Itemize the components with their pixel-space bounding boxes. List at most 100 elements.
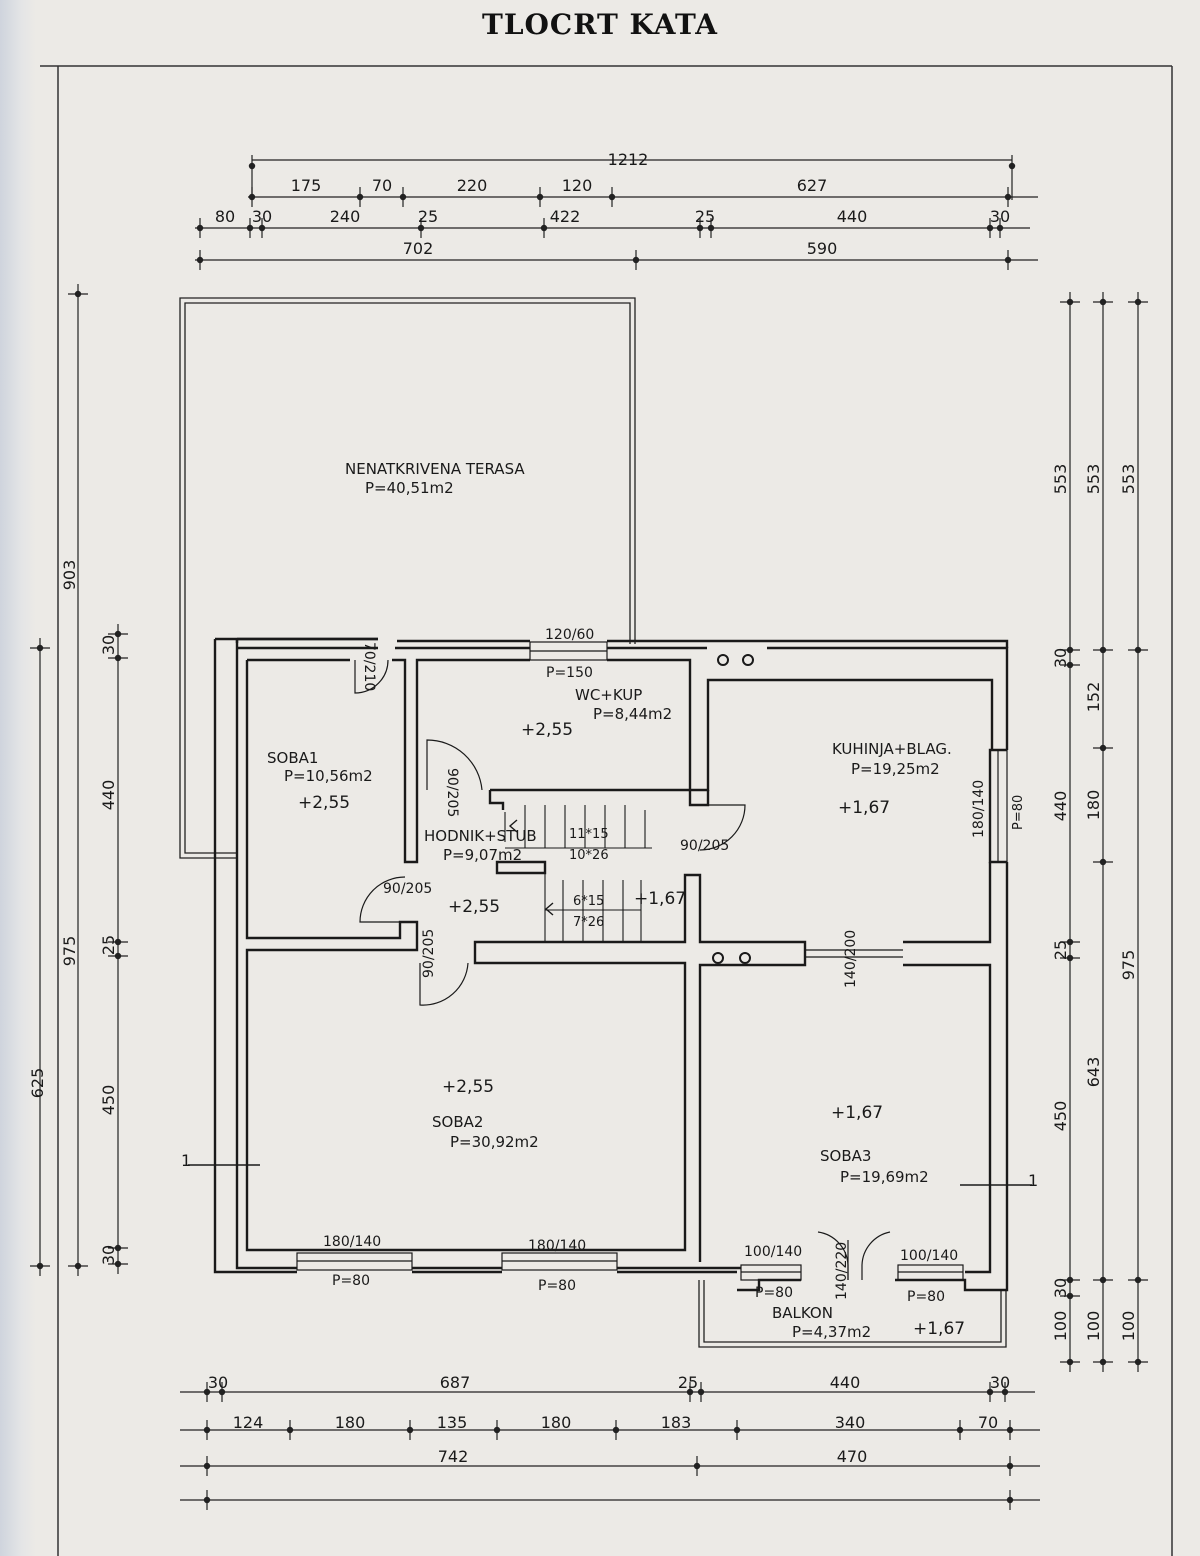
soba1-name: SOBA1 xyxy=(267,749,318,767)
terrace-name: NENATKRIVENA TERASA xyxy=(345,460,525,478)
wc-window-size: 120/60 xyxy=(545,627,594,643)
soba1-door-size: 70/210 xyxy=(361,642,377,691)
wc-level: +2,55 xyxy=(521,720,573,740)
dim-top-total-label: 1212 xyxy=(608,150,649,169)
dim-right-col1-label: 450 xyxy=(1051,1101,1070,1132)
dim-bottom-row3-label: 470 xyxy=(837,1447,868,1466)
dim-top-row3-label: 240 xyxy=(330,207,361,226)
dim-bottom-row1-label: 30 xyxy=(208,1373,228,1392)
soba3-window-left-sill: P=80 xyxy=(755,1285,793,1301)
soba3-window-right-sill: P=80 xyxy=(907,1289,945,1305)
wc-window-sill: P=150 xyxy=(546,665,593,681)
soba3-area: P=19,69m2 xyxy=(840,1168,929,1186)
dim-bottom-row1-label: 25 xyxy=(678,1373,698,1392)
dim-right-col1-label: 25 xyxy=(1051,940,1070,960)
dim-left-inner-label: 30 xyxy=(99,635,118,655)
walls xyxy=(213,637,1009,1292)
dim-left-inner-label: 440 xyxy=(99,780,118,811)
wc-name: WC+KUP xyxy=(575,686,642,704)
hall-door-size: 90/205 xyxy=(444,768,460,817)
stair-lower-risers: 6*15 xyxy=(573,894,604,909)
soba2-window1-sill: P=80 xyxy=(332,1273,370,1289)
balcony-outline xyxy=(698,1280,1007,1348)
dim-top-row4-label: 590 xyxy=(807,239,838,258)
kitchen-window-sill: P=80 xyxy=(1011,795,1026,830)
soba2-window1-size: 180/140 xyxy=(323,1234,381,1250)
soba2-window2-size: 180/140 xyxy=(528,1238,586,1254)
dim-right-col3-label: 553 xyxy=(1119,464,1138,495)
kitchen-level: +1,67 xyxy=(838,798,890,818)
dim-left-mid-label: 903 xyxy=(60,560,79,591)
dim-top-row2-label: 220 xyxy=(457,176,488,195)
dim-right-col2-label: 152 xyxy=(1084,682,1103,713)
dim-bottom-row2-label: 70 xyxy=(978,1413,998,1432)
dim-right-col2-label: 643 xyxy=(1084,1057,1103,1088)
dim-top-row3-label: 25 xyxy=(695,207,715,226)
dim-top-row3-label: 422 xyxy=(550,207,581,226)
door-swings xyxy=(354,659,891,1280)
dim-top-row4-label: 702 xyxy=(403,239,434,258)
exterior-wall xyxy=(235,637,1009,1292)
soba2-area: P=30,92m2 xyxy=(450,1133,539,1151)
wc-area: P=8,44m2 xyxy=(593,705,672,723)
dim-left-outer-label: 625 xyxy=(28,1068,47,1099)
room-labels: NENATKRIVENA TERASA P=40,51m2 SOBA1 P=10… xyxy=(267,460,965,1341)
dim-bottom-row2-label: 180 xyxy=(335,1413,366,1432)
soba1-level: +2,55 xyxy=(298,793,350,813)
dim-right-col2-label: 553 xyxy=(1084,464,1103,495)
vent-holes xyxy=(712,654,754,964)
dim-top-row3-label: 80 xyxy=(215,207,235,226)
hall-area: P=9,07m2 xyxy=(443,846,522,864)
terrace-outline xyxy=(179,297,636,859)
hall-name: HODNIK+STUB xyxy=(424,827,537,845)
balcony-door-size: 140/220 xyxy=(834,1242,850,1300)
dim-right-col1-label: 30 xyxy=(1051,648,1070,668)
dim-top-row3-label: 440 xyxy=(837,207,868,226)
dim-left-inner-label: 30 xyxy=(99,1245,118,1265)
dim-bottom-row2-label: 124 xyxy=(233,1413,264,1432)
section-line xyxy=(188,1164,1032,1186)
soba3-window-left-size: 100/140 xyxy=(744,1244,802,1260)
kitchen-area: P=19,25m2 xyxy=(851,760,940,778)
soba1-entry-door-size: 90/205 xyxy=(383,881,432,897)
stair-upper-risers: 11*15 xyxy=(569,827,609,842)
soba2-name: SOBA2 xyxy=(432,1113,483,1131)
dim-bottom-row2-label: 340 xyxy=(835,1413,866,1432)
stair-upper-treads: 10*26 xyxy=(569,848,609,863)
kitchen-door-size: 90/205 xyxy=(680,838,729,854)
dim-right-col2-label: 100 xyxy=(1084,1311,1103,1342)
dim-bottom-row1-label: 440 xyxy=(830,1373,861,1392)
staircase xyxy=(504,805,652,942)
dim-right-col1-label: 30 xyxy=(1051,1278,1070,1298)
soba2-level: +2,55 xyxy=(442,1077,494,1097)
balcony-level: +1,67 xyxy=(913,1319,965,1339)
opening-labels: 120/60 P=150 70/210 90/205 90/205 90/205… xyxy=(323,627,1026,1305)
section-marker-left: 1 xyxy=(181,1151,191,1170)
dim-left-inner-label: 25 xyxy=(99,935,118,955)
dim-top-row2-label: 70 xyxy=(372,176,392,195)
dim-top-row3-label: 30 xyxy=(990,207,1010,226)
section-marker-right: 1 xyxy=(1028,1171,1038,1190)
dim-right-col1-label: 100 xyxy=(1051,1311,1070,1342)
dim-bottom-row1-label: 30 xyxy=(990,1373,1010,1392)
kitchen-passage-size: 140/200 xyxy=(843,930,859,988)
dim-left-mid-label: 975 xyxy=(60,936,79,967)
soba2-door-size: 90/205 xyxy=(421,929,437,978)
hall-level: +2,55 xyxy=(448,897,500,917)
stair-landing-level: +1,67 xyxy=(634,889,686,909)
soba3-window-right-size: 100/140 xyxy=(900,1248,958,1264)
soba1-area: P=10,56m2 xyxy=(284,767,373,785)
dim-right-col3-label: 975 xyxy=(1119,950,1138,981)
dim-top-row2-label: 120 xyxy=(562,176,593,195)
dim-bottom-row2-label: 183 xyxy=(661,1413,692,1432)
kitchen-window-size: 180/140 xyxy=(971,780,987,838)
page-title: TLOCRT KATA xyxy=(482,8,718,41)
soba3-name: SOBA3 xyxy=(820,1147,871,1165)
dim-right-col1-label: 440 xyxy=(1051,791,1070,822)
windows xyxy=(296,641,1008,1281)
balcony-area: P=4,37m2 xyxy=(792,1323,871,1341)
balcony-name: BALKON xyxy=(772,1304,833,1322)
kitchen-name: KUHINJA+BLAG. xyxy=(832,740,952,758)
